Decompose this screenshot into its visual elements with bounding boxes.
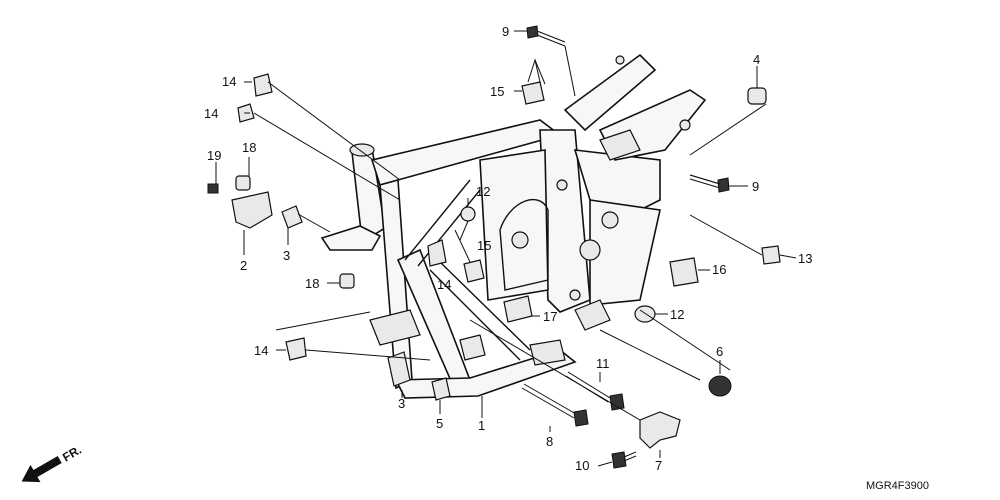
bracket-6 (639, 411, 681, 449)
front-label: FR. (60, 443, 84, 465)
grommet-12-b (634, 305, 656, 323)
bolt-8 (573, 409, 589, 427)
callout-8: 8 (546, 434, 553, 449)
bolt-8-shaft (521, 383, 577, 419)
callout-17: 17 (543, 309, 557, 324)
bolt-11 (611, 451, 627, 469)
callout-14-c: 14 (254, 343, 268, 358)
bolt-10-shaft (565, 371, 611, 403)
bolt-11-shaft (623, 451, 637, 462)
callout-6: 7 (655, 458, 662, 473)
rubber-7 (708, 375, 732, 397)
callout-1: 1 (478, 418, 485, 433)
callout-15-b: 15 (477, 238, 491, 253)
nut-18-b (339, 273, 355, 289)
bolt-9-b (717, 177, 730, 193)
bolt-19 (207, 183, 219, 194)
callout-12-a: 12 (476, 184, 490, 199)
bolt-9-b-shaft (689, 174, 721, 189)
callout-3-b: 3 (398, 396, 405, 411)
front-direction-arrow: FR. (21, 443, 84, 483)
clamp-16 (669, 257, 699, 287)
collar-5 (431, 377, 451, 401)
callout-4: 4 (753, 52, 760, 67)
grommet-12-a (460, 206, 476, 222)
callout-18-b: 18 (305, 276, 319, 291)
callout-18-a: 18 (242, 140, 256, 155)
nut-4 (747, 87, 767, 105)
callout-15-a: 15 (490, 84, 504, 99)
main-frame (320, 53, 707, 399)
callout-3-a: 3 (283, 248, 290, 263)
callout-13: 13 (798, 251, 812, 266)
collar-3-a (281, 205, 303, 229)
callout-5: 5 (436, 416, 443, 431)
callout-10: 11 (596, 356, 610, 371)
callouts: 14 14 19 18 2 3 9 15 4 9 12 15 14 13 16 … (204, 24, 812, 473)
bolt-10 (609, 393, 625, 411)
bolt-9-a (526, 25, 539, 39)
clamp-17 (503, 295, 533, 323)
callout-14-d: 14 (437, 277, 451, 292)
callout-14-b: 14 (204, 106, 218, 121)
callout-9-b: 9 (752, 179, 759, 194)
clip-13 (761, 245, 781, 265)
clip-14-c (285, 337, 307, 361)
callout-12-b: 12 (670, 307, 684, 322)
bolt-9-a-shaft (536, 30, 566, 47)
callout-14-a: 14 (222, 74, 236, 89)
leader-lines (215, 30, 797, 467)
callout-11: 10 (575, 458, 589, 473)
front-arrow-icon (21, 456, 62, 483)
callout-9-a: 9 (502, 24, 509, 39)
callout-7: 6 (716, 344, 723, 359)
collar-3-b (387, 351, 411, 387)
clamp-15-a (521, 81, 545, 105)
loose-parts (207, 25, 781, 469)
bracket-2 (231, 191, 273, 229)
clip-14-d (427, 239, 447, 267)
clip-14-a (253, 73, 273, 97)
clamp-15-b (463, 259, 485, 283)
drawing-code: MGR4F3900 (866, 480, 929, 492)
callout-2: 2 (240, 258, 247, 273)
callout-19: 19 (207, 148, 221, 163)
nut-18-a (235, 175, 251, 191)
callout-16: 16 (712, 262, 726, 277)
